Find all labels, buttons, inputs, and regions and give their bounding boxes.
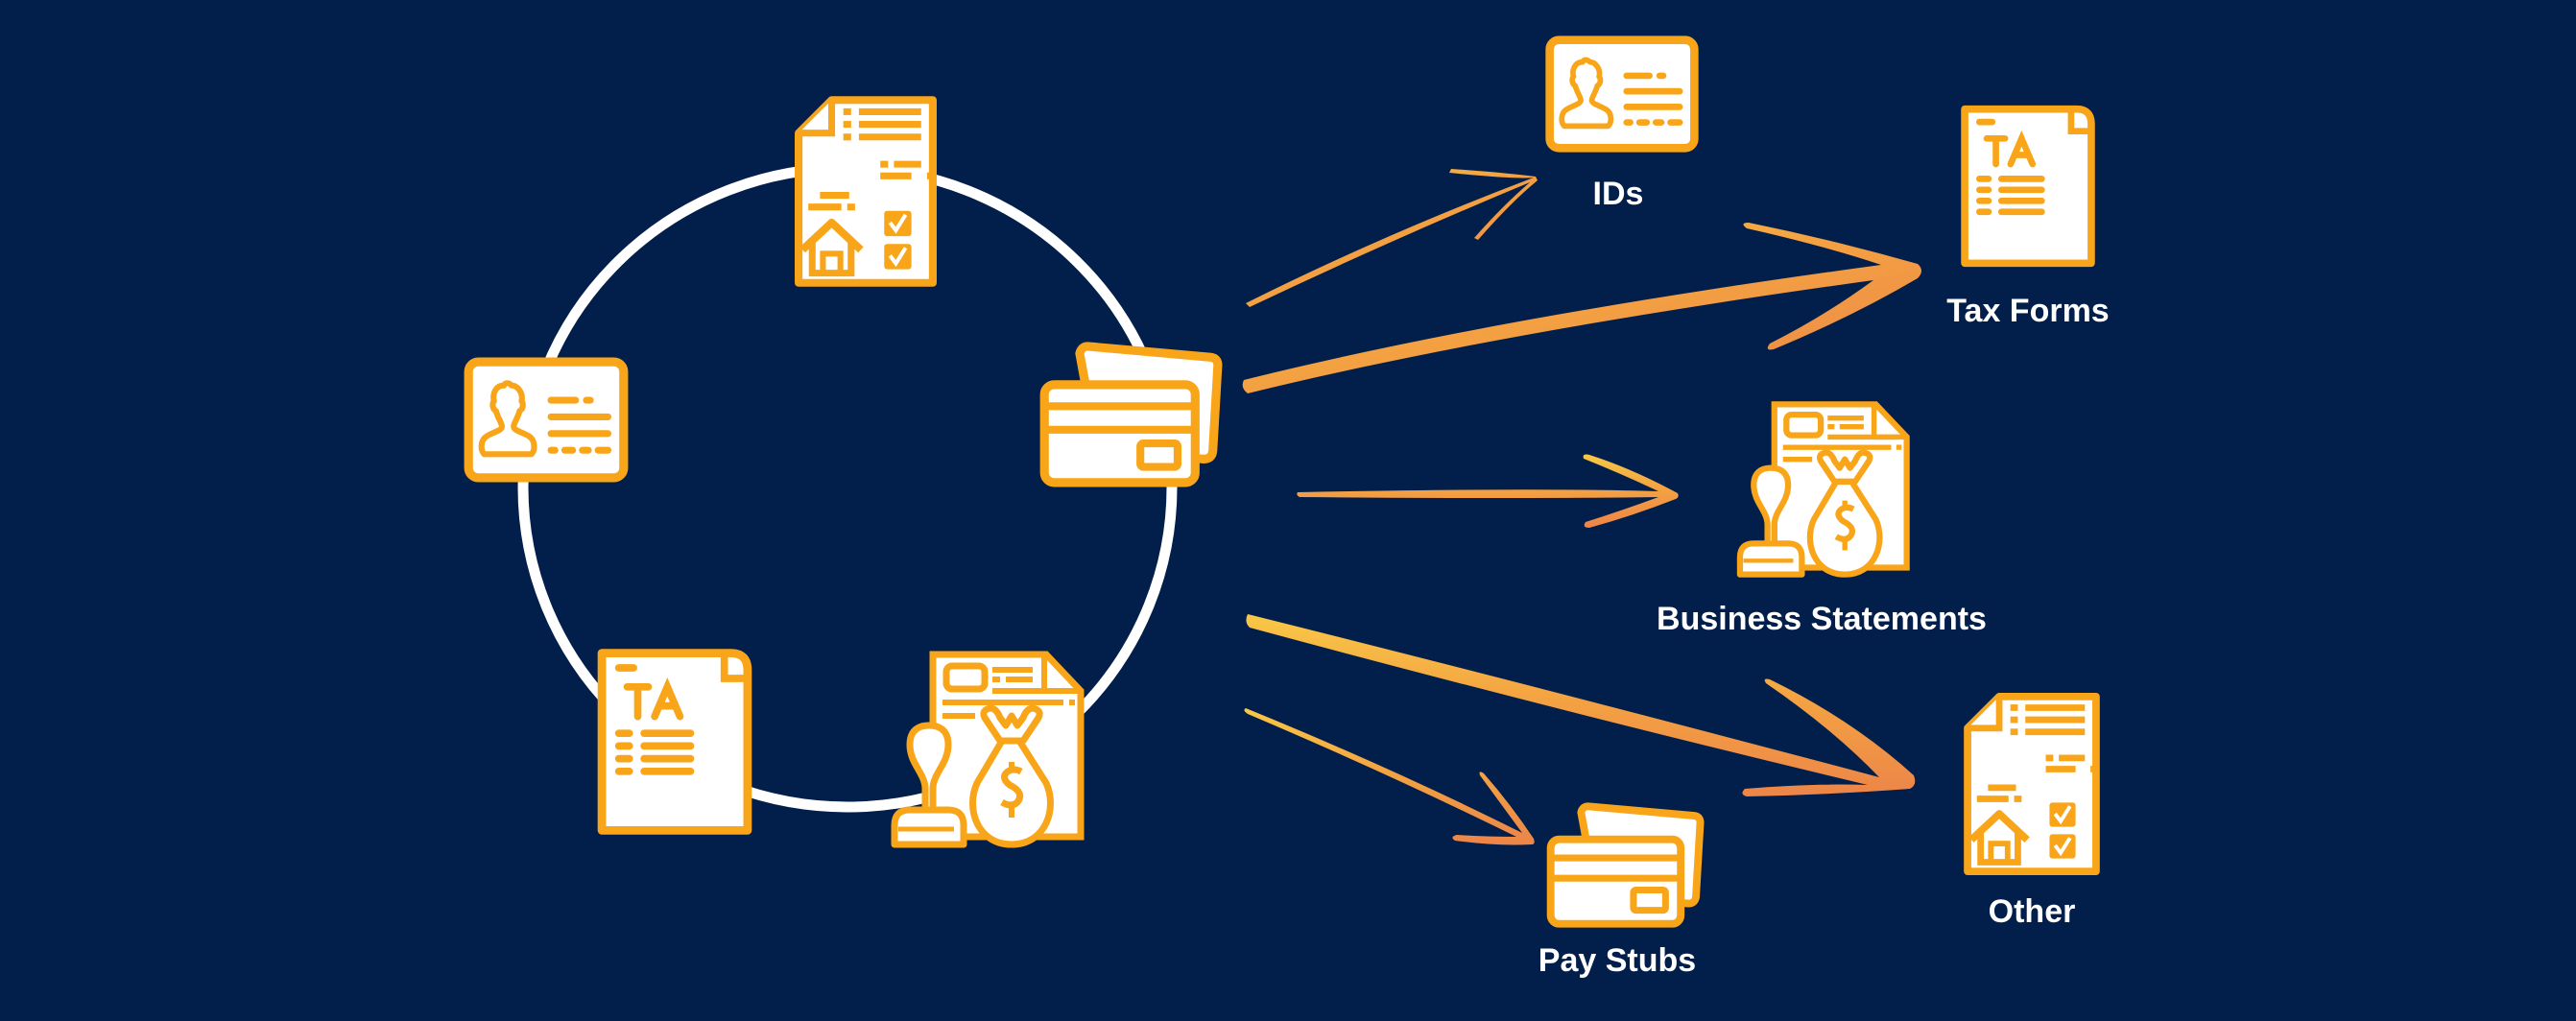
house-document-icon	[799, 100, 933, 283]
target-label-tax-forms: Tax Forms	[1946, 293, 2110, 329]
target-label-ids: IDs	[1592, 176, 1644, 212]
tax-form-icon	[602, 653, 748, 831]
target-icon-ids	[1550, 40, 1695, 149]
target-icon-other	[1968, 697, 2096, 871]
stamp-money-bag-document-icon	[894, 654, 1081, 844]
id-card-icon	[468, 362, 624, 478]
target-icon-business-statements	[1740, 404, 1907, 574]
arrow-to-other	[1246, 614, 1916, 796]
arrow-to-ids	[1246, 169, 1538, 307]
arrow-to-pay-stubs	[1244, 708, 1535, 845]
target-label-business-statements: Business Statements	[1657, 601, 1987, 637]
arrow-to-tax-forms	[1242, 223, 1921, 393]
arrow-to-business-statements	[1297, 454, 1679, 528]
target-label-other: Other	[1988, 893, 2076, 930]
target-icon-tax-forms	[1965, 109, 2091, 264]
target-icon-pay-stubs	[1551, 806, 1701, 923]
credit-cards-icon	[1044, 346, 1218, 483]
target-label-pay-stubs: Pay Stubs	[1538, 942, 1697, 979]
